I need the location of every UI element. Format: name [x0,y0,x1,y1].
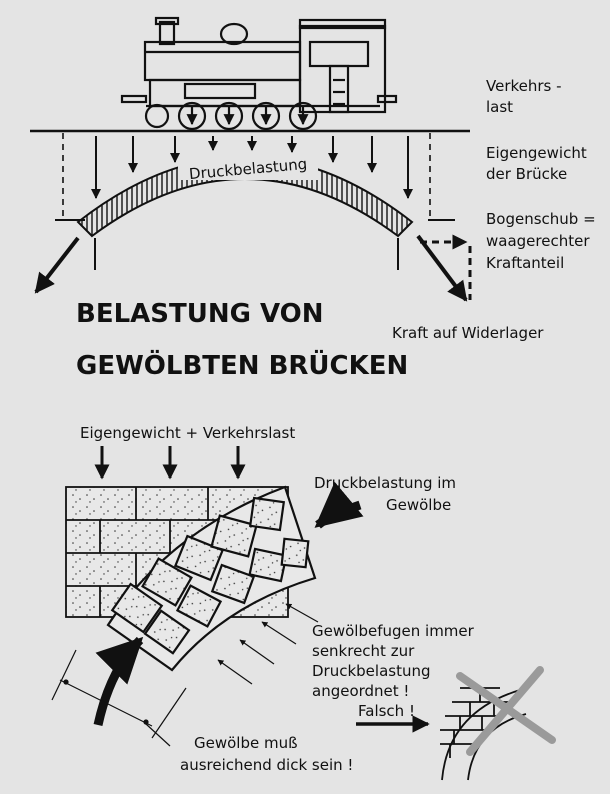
thin-arrows [217,603,319,685]
label-load: Eigengewicht + Verkehrslast [80,424,295,442]
label-dick-1: Gewölbe muß [194,734,298,752]
label-falsch: Falsch ! [358,702,415,720]
label-bogenschub-3: Kraftanteil [486,254,564,272]
wheel-load-arrows [186,106,309,126]
label-fugen-4: angeordnet ! [312,682,409,700]
label-druck-1: Druckbelastung im [314,474,456,492]
label-eigengewicht-1: Eigengewicht [486,144,587,162]
label-druck-2: Gewölbe [386,496,451,514]
label-fugen-2: senkrecht zur [312,642,415,660]
self-weight-arrows [91,136,413,199]
horizontal-thrust-dashes [420,234,472,300]
title-line-1: BELASTUNG VON [76,299,324,329]
label-bogenschub-2: waagerechter [486,232,590,250]
label-bogenschub-1: Bogenschub = [486,210,596,228]
label-eigengewicht-2: der Brücke [486,165,567,183]
label-fugen-3: Druckbelastung [312,662,431,680]
label-dick-2: ausreichend dick sein ! [180,756,353,774]
label-verkehrslast-2: last [486,98,513,116]
label-verkehrslast-1: Verkehrs - [486,77,562,95]
thickness-dimension [51,649,187,747]
load-arrows [94,446,246,480]
abutment-lines [55,219,455,270]
arch-voussoirs [106,485,317,672]
title-line-2: GEWÖLBTEN BRÜCKEN [76,348,408,381]
label-fugen-1: Gewölbefugen immer [312,622,475,640]
locomotive-drawing [120,16,398,131]
abutment-dashes [62,133,431,218]
thrust-arrows [34,234,468,302]
label-widerlager: Kraft auf Widerlager [392,324,544,342]
big-pressure-arrows [93,481,364,726]
cross-out-mark [456,666,556,756]
